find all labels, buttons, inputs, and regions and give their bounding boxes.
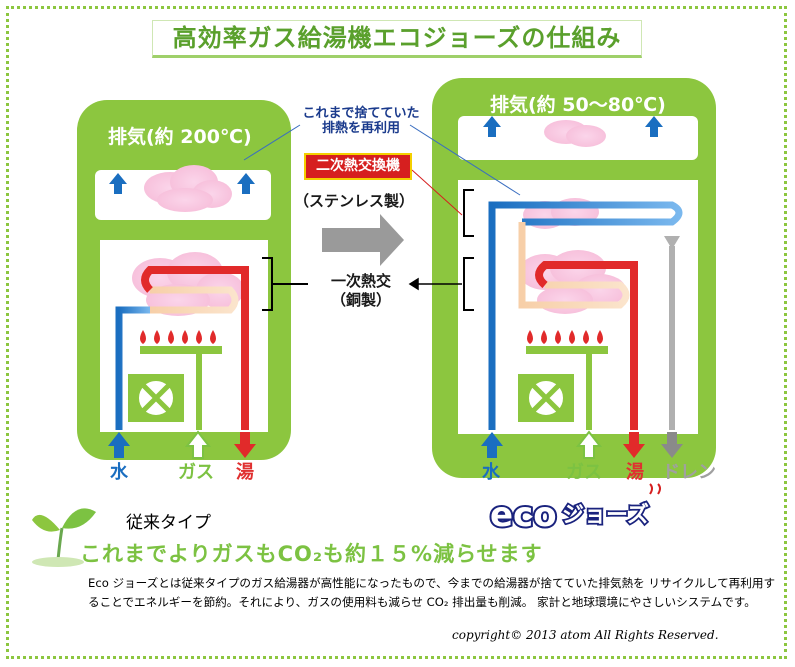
eco-gas-label: ガス [566,462,602,483]
eco-internals [488,198,683,430]
description: Eco ジョーズとは従来タイプのガス給湯器が高性能になったもので、今までの給湯器… [88,576,776,609]
dotted-frame [6,6,787,659]
eco-jozu-logo: eco ジョーズ [488,483,661,537]
page-title: 高効率ガス給湯機エコジョーズの仕組み [152,20,642,58]
conventional-exhaust-cloud [144,165,232,212]
secondary-exchanger-label: 二次熱交換機 [304,153,412,180]
conventional-primary-bracket [262,257,308,311]
eco-hot-label: 湯 [626,462,644,483]
svg-text:eco: eco [490,495,557,535]
callout-line-red [411,169,463,216]
conventional-exhaust-arrows [109,173,255,194]
conventional-internals [115,252,249,430]
eco-exchanger-brackets [463,189,474,311]
conventional-type-label: 従来タイプ [126,513,211,533]
eco-drain-label: ドレン [662,462,716,483]
secondary-material-label: （ステンレス製） [294,192,415,210]
eco-exhaust-arrows [483,116,663,137]
conventional-hot-label: 湯 [236,462,254,483]
slogan: これまでよりガスもCO₂も約１５%減らせます [80,542,543,566]
eco-input-arrows [481,430,683,459]
center-arrow [322,214,404,266]
copyright: copyright© 2013 atom All Rights Reserved… [452,628,719,642]
svg-text:ジョーズ: ジョーズ [562,502,649,528]
eco-exhaust-label: 排気(約 50～80℃) [490,94,666,116]
callout-line-right [409,124,521,196]
callout-line-left [243,124,301,161]
primary-exchanger-label: 一次熱交 （銅製） [330,272,391,309]
conventional-water-label: 水 [110,462,128,483]
reuse-callout: これまで捨てていた 排熱を再利用 [302,106,420,136]
conventional-exhaust-label: 排気(約 200℃) [108,126,252,148]
conventional-input-arrows [108,430,256,459]
eco-water-label: 水 [482,462,500,483]
eco-exhaust-cloud [544,120,606,147]
primary-pointer-arrow [408,277,462,291]
conventional-gas-label: ガス [178,462,214,483]
sprout-icon [32,508,96,567]
